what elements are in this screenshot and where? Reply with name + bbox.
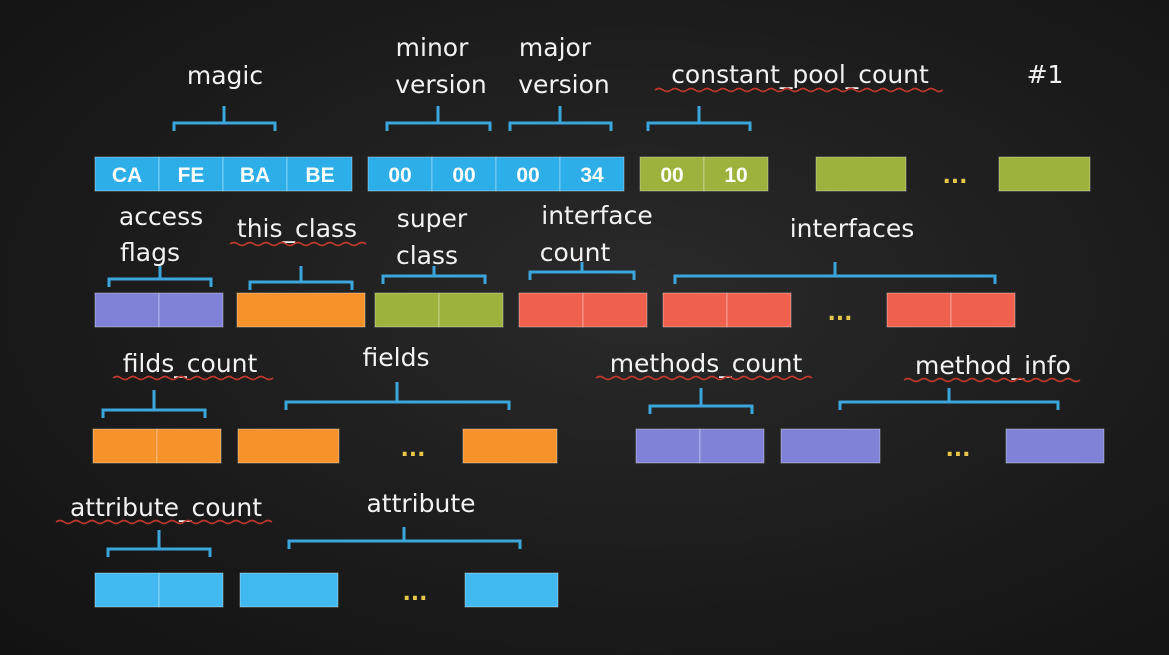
label-minor-line1: minor bbox=[396, 33, 469, 62]
spellcheck-underline bbox=[112, 375, 274, 381]
constant-pool-count-byte-text: 00 bbox=[660, 164, 683, 187]
magic-byte-box bbox=[158, 156, 224, 192]
attribute-count-byte-box bbox=[158, 572, 224, 608]
minor-version-byte-text: 00 bbox=[452, 164, 475, 187]
method-info-box bbox=[1005, 428, 1105, 464]
method-info-box bbox=[780, 428, 881, 464]
ellipsis: ... bbox=[942, 164, 967, 189]
super-class-byte-box bbox=[438, 292, 504, 328]
access-flags-byte-box bbox=[94, 292, 160, 328]
label-interface-count-line1: interface bbox=[541, 201, 653, 230]
label-this-class: this_class bbox=[237, 214, 357, 243]
spellcheck-underline bbox=[229, 241, 367, 247]
minor-version-byte-text: 00 bbox=[388, 164, 411, 187]
interface-byte-box bbox=[950, 292, 1016, 328]
label-fields: fields bbox=[363, 343, 430, 372]
label-fields-count: filds_count bbox=[123, 349, 258, 378]
brace-attribute-count bbox=[106, 530, 212, 557]
magic-byte-text: CA bbox=[112, 164, 142, 187]
interface-count-byte-box bbox=[582, 292, 648, 328]
label-constant-pool-entry-1: #1 bbox=[1027, 60, 1064, 89]
brace-attribute bbox=[287, 527, 522, 549]
constant-pool-count-bytes: 00 10 bbox=[639, 156, 769, 192]
label-magic: magic bbox=[187, 61, 263, 90]
magic-byte-box bbox=[286, 156, 353, 192]
brace-this-class bbox=[248, 266, 354, 290]
label-major-line1: major bbox=[519, 33, 592, 62]
spellcheck-underline bbox=[903, 377, 1081, 383]
constant-pool-count-byte-box bbox=[639, 156, 705, 192]
access-flags-byte-box bbox=[158, 292, 224, 328]
methods-count-byte-box bbox=[699, 428, 765, 464]
spellcheck-underline bbox=[654, 87, 944, 93]
magic-byte-text: BA bbox=[240, 164, 270, 187]
magic-byte-box bbox=[222, 156, 288, 192]
field-info-box bbox=[462, 428, 558, 464]
major-version-byte-box bbox=[559, 156, 625, 192]
interface-count-byte-box bbox=[518, 292, 584, 328]
major-version-byte-text: 34 bbox=[580, 164, 604, 187]
magic-bytes: CA FE BA BE bbox=[94, 156, 353, 192]
brace-methods-count bbox=[648, 388, 754, 414]
interface-byte-box bbox=[726, 292, 792, 328]
this-class-box bbox=[236, 292, 366, 328]
brace-fields bbox=[284, 382, 511, 410]
methods-count-byte-box bbox=[635, 428, 701, 464]
constant-pool-entry-box bbox=[815, 156, 907, 192]
label-attribute-count: attribute_count bbox=[70, 493, 262, 522]
ellipsis: ... bbox=[945, 437, 970, 462]
interface-byte-box bbox=[886, 292, 952, 328]
label-minor-line2: version bbox=[395, 70, 487, 99]
label-access-flags-line1: access bbox=[119, 202, 203, 231]
label-methods-count: methods_count bbox=[610, 349, 803, 378]
magic-byte-text: BE bbox=[305, 164, 334, 187]
label-major-line2: version bbox=[518, 70, 610, 99]
brace-method-info bbox=[838, 388, 1060, 410]
attribute-info-box bbox=[464, 572, 559, 608]
label-method-info: method_info bbox=[915, 351, 1071, 380]
label-constant-pool-count: constant_pool_count bbox=[671, 60, 929, 89]
spellcheck-underline bbox=[595, 375, 813, 381]
brace-fields-count bbox=[101, 390, 207, 418]
spellcheck-underline bbox=[55, 519, 273, 525]
minor-version-byte-box bbox=[431, 156, 497, 192]
label-super-class-line1: super bbox=[397, 204, 468, 233]
label-interfaces: interfaces bbox=[790, 214, 915, 243]
ellipsis: ... bbox=[402, 581, 427, 606]
interface-byte-box bbox=[662, 292, 728, 328]
brace-constant-pool-count bbox=[646, 106, 752, 131]
brace-minor-version bbox=[385, 106, 492, 131]
constant-pool-entry-box bbox=[998, 156, 1091, 192]
brace-major-version bbox=[508, 106, 613, 131]
attribute-count-byte-box bbox=[94, 572, 160, 608]
brace-super-class bbox=[381, 266, 487, 284]
brace-interface-count bbox=[528, 262, 636, 280]
version-bytes: 00 00 00 34 bbox=[367, 156, 625, 192]
label-interface-count-line2: count bbox=[540, 238, 611, 267]
super-class-byte-box bbox=[374, 292, 440, 328]
attribute-info-box bbox=[239, 572, 339, 608]
ellipsis: ... bbox=[400, 437, 425, 462]
label-super-class-line2: class bbox=[396, 241, 458, 270]
label-attribute: attribute bbox=[366, 489, 475, 518]
field-info-box bbox=[237, 428, 340, 464]
fields-count-byte-box bbox=[156, 428, 222, 464]
brace-interfaces bbox=[673, 262, 997, 284]
ellipsis: ... bbox=[827, 301, 852, 326]
major-version-byte-text: 00 bbox=[516, 164, 539, 187]
constant-pool-count-byte-text: 10 bbox=[724, 164, 747, 187]
brace-access-flags bbox=[107, 266, 213, 287]
constant-pool-count-byte-box bbox=[703, 156, 769, 192]
magic-byte-text: FE bbox=[178, 164, 205, 187]
label-access-flags-line2: flags bbox=[120, 238, 180, 267]
brace-magic bbox=[172, 106, 277, 131]
fields-count-byte-box bbox=[92, 428, 158, 464]
